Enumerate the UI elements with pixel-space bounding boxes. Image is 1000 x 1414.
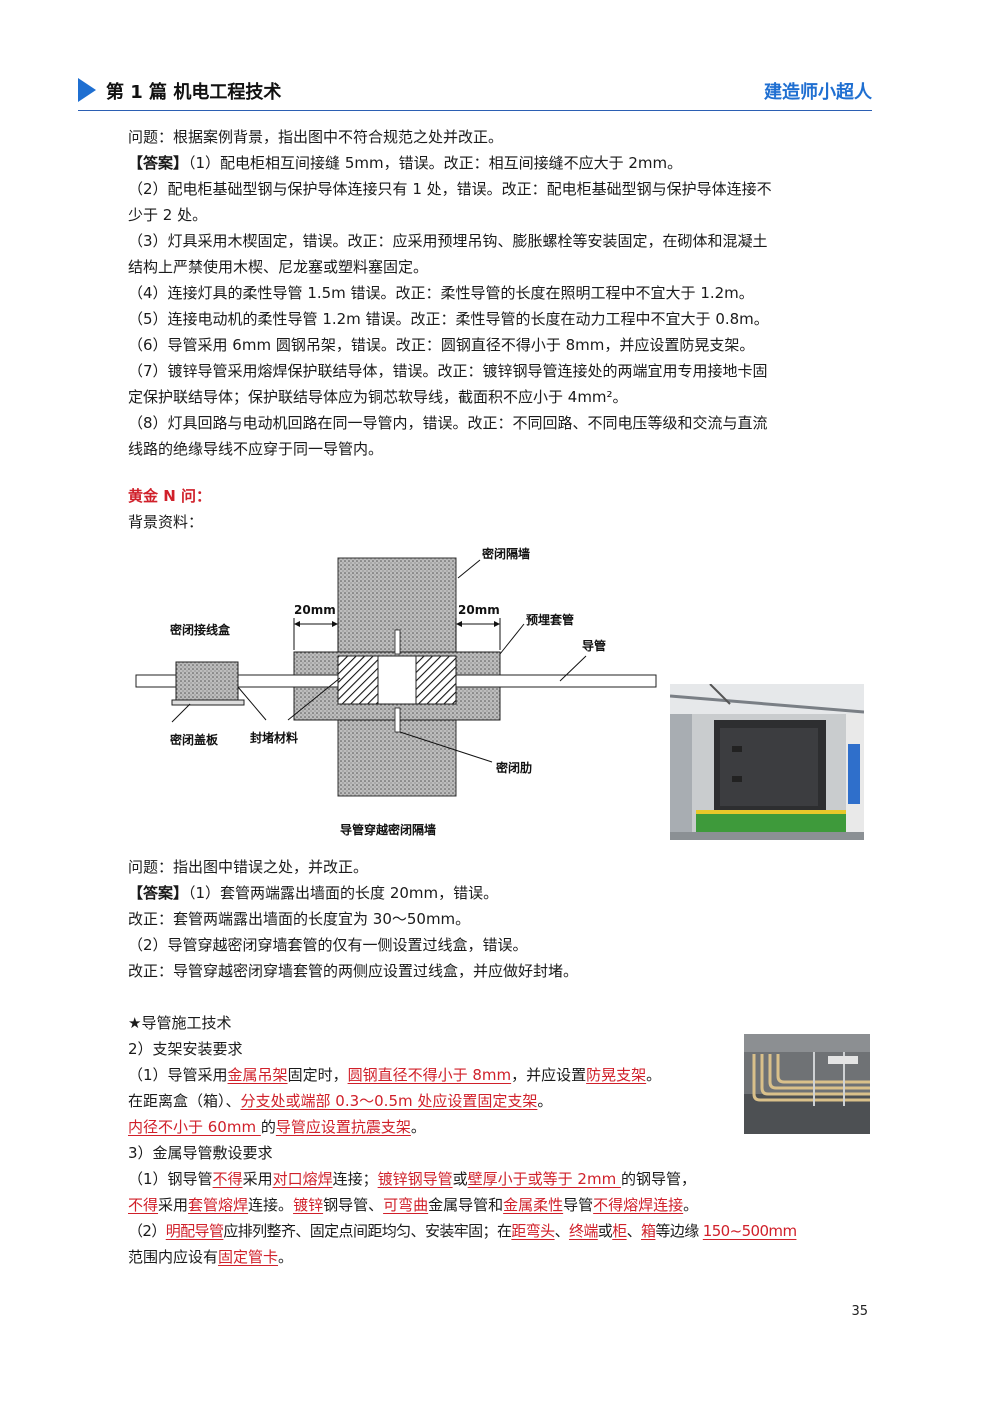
background-label: 背景资料： bbox=[128, 513, 204, 531]
junction-box bbox=[175, 661, 239, 701]
answer-line: 少于 2 处。 bbox=[128, 206, 208, 224]
header-brand: 建造师小超人 bbox=[764, 82, 872, 103]
seal-material-right bbox=[415, 655, 457, 705]
page-header: 第 1 篇 机电工程技术 建造师小超人 bbox=[78, 74, 872, 111]
center-gap bbox=[377, 655, 417, 705]
answer-line: 结构上严禁使用木楔、尼龙塞或塑料塞固定。 bbox=[128, 258, 429, 276]
seal-material-left bbox=[337, 655, 379, 705]
question-1: 问题：根据案例背景，指出图中不符合规范之处并改正。 bbox=[128, 128, 504, 146]
header-triangle-icon bbox=[78, 78, 96, 102]
cover-plate bbox=[171, 699, 245, 706]
rule-line: 在距离盒（箱）、分支处或端部 0.3～0.5m 处应设置固定支架。 bbox=[128, 1092, 553, 1110]
label-cover: 密闭盖板 bbox=[170, 732, 219, 747]
diagram-caption: 导管穿越密闭隔墙 bbox=[340, 822, 436, 837]
rule-line: （1）钢导管不得采用对口熔焊连接；镀锌钢导管或壁厚小于或等于 2mm 的钢导管， bbox=[128, 1170, 696, 1188]
rule-line: 内径不小于 60mm 的导管应设置抗震支架。 bbox=[128, 1118, 426, 1136]
answer-line: 改正：套管两端露出墙面的长度宜为 30～50mm。 bbox=[128, 910, 471, 928]
sealed-door-photo bbox=[670, 684, 864, 840]
label-wall: 密闭隔墙 bbox=[482, 546, 530, 561]
label-sleeve: 预埋套管 bbox=[526, 612, 574, 627]
rule-line: 范围内应设有固定管卡。 bbox=[128, 1248, 294, 1266]
sub-heading-3: 3）金属导管敷设要求 bbox=[128, 1144, 273, 1162]
label-seal-material: 封堵材料 bbox=[250, 730, 298, 745]
answer-line: （8）灯具回路与电动机回路在同一导管内，错误。改正：不同回路、不同电压等级和交流… bbox=[128, 414, 768, 432]
answer-line: （2）配电柜基础型钢与保护导体连接只有 1 处，错误。改正：配电柜基础型钢与保护… bbox=[128, 180, 772, 198]
rule-line: （2）明配导管应排列整齐、固定点间距均匀、安装牢固；在距弯头、终端或柜、箱等边缘… bbox=[128, 1222, 797, 1240]
golden-title: 黄金 N 问： bbox=[128, 487, 211, 505]
sub-heading-2: 2）支架安装要求 bbox=[128, 1040, 243, 1058]
label-conduit: 导管 bbox=[582, 638, 606, 653]
label-dim-left: 20mm bbox=[294, 603, 336, 617]
label-dim-right: 20mm bbox=[458, 603, 500, 617]
header-title: 第 1 篇 机电工程技术 bbox=[106, 82, 282, 103]
conduit-wall-diagram: 密闭隔墙 20mm 20mm 预埋套管 导管 密闭接线盒 密闭盖板 封堵材料 密… bbox=[135, 546, 657, 837]
answer-line: 【答案】（1）套管两端露出墙面的长度 20mm，错误。 bbox=[128, 884, 499, 902]
page-content: 问题：根据案例背景，指出图中不符合规范之处并改正。 【答案】（1）配电柜相互间接… bbox=[128, 124, 873, 535]
rule-line: （1）导管采用金属吊架固定时，圆钢直径不得小于 8mm，并应设置防晃支架。 bbox=[128, 1066, 662, 1084]
page-number: 35 bbox=[851, 1304, 868, 1319]
question-2: 问题：指出图中错误之处，并改正。 bbox=[128, 858, 369, 876]
technique-title: ★导管施工技术 bbox=[128, 1014, 232, 1032]
answer-section-2: 问题：指出图中错误之处，并改正。 【答案】（1）套管两端露出墙面的长度 20mm… bbox=[128, 854, 873, 1270]
answer-line: 【答案】（1）配电柜相互间接缝 5mm，错误。改正：相互间接缝不应大于 2mm。 bbox=[128, 154, 683, 172]
answer-line: （6）导管采用 6mm 圆钢吊架，错误。改正：圆钢直径不得小于 8mm，并应设置… bbox=[128, 336, 755, 354]
answer-line: 改正：导管穿越密闭穿墙套管的两侧应设置过线盒，并应做好封堵。 bbox=[128, 962, 579, 980]
answer-line: 线路的绝缘导线不应穿于同一导管内。 bbox=[128, 440, 384, 458]
label-rib: 密闭肋 bbox=[496, 760, 532, 775]
answer-line: （3）灯具采用木楔固定，错误。改正：应采用预埋吊钩、膨胀螺栓等安装固定，在砌体和… bbox=[128, 232, 768, 250]
answer-line: （5）连接电动机的柔性导管 1.2m 错误。改正：柔性导管的长度在动力工程中不宜… bbox=[128, 310, 769, 328]
label-junction-box: 密闭接线盒 bbox=[170, 622, 231, 637]
answer-label: 【答案】 bbox=[128, 154, 189, 172]
answer-line: （7）镀锌导管采用熔焊保护联结导体，错误。改正：镀锌钢导管连接处的两端宜用专用接… bbox=[128, 362, 768, 380]
sealing-rib-top bbox=[394, 629, 401, 655]
answer-line: （2）导管穿越密闭穿墙套管的仅有一侧设置过线盒，错误。 bbox=[128, 936, 528, 954]
rule-line: 不得采用套管熔焊连接。镀锌钢导管、可弯曲金属导管和金属柔性导管不得熔焊连接。 bbox=[128, 1196, 699, 1214]
conduit-bracket-photo bbox=[744, 1034, 870, 1134]
sealing-rib-bottom bbox=[394, 707, 401, 733]
answer-line: 定保护联结导体；保护联结导体应为铜芯软导线，截面积不应小于 4mm²。 bbox=[128, 388, 628, 406]
answer-line: （4）连接灯具的柔性导管 1.5m 错误。改正：柔性导管的长度在照明工程中不宜大… bbox=[128, 284, 754, 302]
answer-label: 【答案】 bbox=[128, 884, 189, 902]
